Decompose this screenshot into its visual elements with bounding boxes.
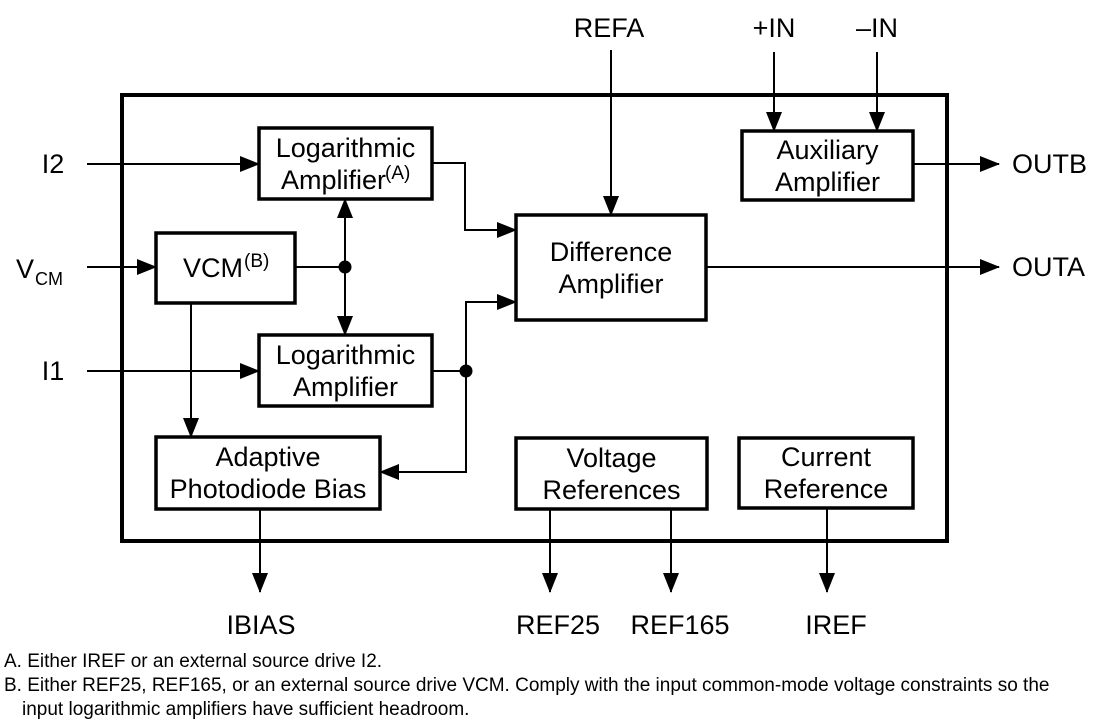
- pin-label-outa: OUTA: [1012, 252, 1085, 282]
- footnotes: A. Either IREF or an external source dri…: [4, 650, 1094, 722]
- logamp-b-label-line1: Logarithmic: [276, 340, 416, 370]
- device-boundary: [120, 93, 949, 543]
- pin-label-refa: REFA: [574, 13, 645, 43]
- pin-label-vcm-main: V: [16, 254, 34, 284]
- block-auxiliary-amplifier: [740, 129, 915, 202]
- pin-label-ibias: IBIAS: [226, 610, 295, 640]
- pin-label-i1: I1: [42, 356, 65, 386]
- auxiliary-amp-label-line1: Auxiliary: [776, 135, 879, 165]
- logamp-a-label-line1: Logarithmic: [276, 133, 416, 163]
- block-adaptive-photodiode-bias: [154, 435, 382, 511]
- voltage-refs-label-line2: References: [542, 475, 680, 505]
- logamp-a-footnote-superscript: (A): [385, 163, 410, 184]
- junction-dot-logamp-b: [459, 364, 473, 378]
- footnote-b: B. Either REF25, REF165, or an external …: [4, 675, 1050, 696]
- adaptive-bias-label-line1: Adaptive: [215, 442, 320, 472]
- current-ref-label-line1: Current: [781, 442, 872, 472]
- voltage-refs-label-line1: Voltage: [566, 443, 656, 473]
- footnote-b-continued: input logarithmic amplifiers have suffic…: [22, 699, 470, 720]
- block-difference-amplifier: [514, 213, 708, 322]
- block-logarithmic-amplifier-b: [257, 333, 434, 408]
- footnote-a: A. Either IREF or an external source dri…: [4, 651, 383, 672]
- pin-label-iref: IREF: [805, 610, 867, 640]
- pin-label-ref165: REF165: [630, 610, 729, 640]
- pin-label-i2: I2: [42, 149, 65, 179]
- pin-label-outb: OUTB: [1012, 149, 1087, 179]
- pin-label-minus-in: –IN: [856, 13, 898, 43]
- vcm-block-label: VCM: [183, 253, 243, 283]
- block-voltage-references: [514, 436, 709, 511]
- pin-label-plus-in: +IN: [753, 13, 796, 43]
- wire-logamp-b-to-diff-amp: [465, 294, 517, 371]
- difference-amp-label-line2: Amplifier: [558, 269, 663, 299]
- block-current-reference: [737, 436, 915, 510]
- pin-label-vcm-subscript: CM: [35, 269, 63, 289]
- block-logarithmic-amplifier-a: [257, 126, 434, 201]
- vcm-footnote-superscript: (B): [244, 251, 269, 272]
- current-ref-label-line2: Reference: [764, 474, 889, 504]
- wire-logamp-a-to-diff-amp: [432, 162, 517, 238]
- difference-amp-label-line1: Difference: [550, 237, 673, 267]
- adaptive-bias-label-line2: Photodiode Bias: [170, 474, 367, 504]
- wire-feedback-to-adaptive-bias: [379, 371, 467, 480]
- block-vcm: [154, 231, 297, 305]
- logamp-b-label-line2: Amplifier: [293, 372, 398, 402]
- pin-label-ref25: REF25: [516, 610, 600, 640]
- auxiliary-amp-label-line2: Amplifier: [775, 167, 880, 197]
- logamp-a-label-line2: Amplifier: [281, 165, 386, 195]
- junction-dot-vcm: [338, 260, 352, 274]
